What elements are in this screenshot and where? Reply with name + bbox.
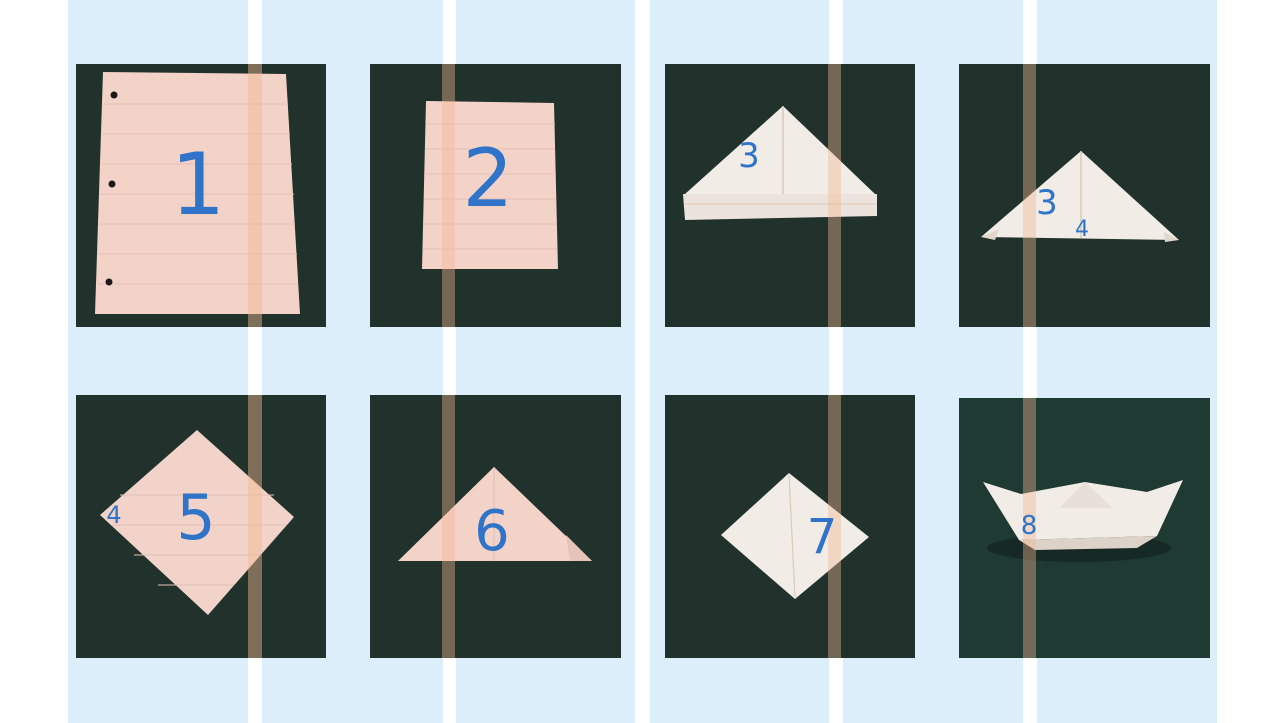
step-7-photo: 7: [665, 395, 915, 658]
step-3-photo: 3: [665, 64, 915, 327]
step-1-photo: 1: [76, 64, 326, 327]
step-number-label: 3: [1036, 183, 1058, 223]
step-number-label: 3: [738, 136, 760, 176]
step-number-label: 8: [1021, 511, 1038, 541]
step-number-label: 2: [463, 132, 514, 225]
step-number-label: 7: [807, 509, 838, 565]
step-secondary-label: 4: [106, 501, 121, 529]
step-6-photo: 6: [370, 395, 621, 658]
step-number-label: 6: [474, 499, 510, 564]
step-2-photo: 2: [370, 64, 621, 327]
step-secondary-label: 4: [1075, 217, 1089, 242]
step-8-photo: 8: [959, 398, 1210, 658]
step-number-label: 1: [171, 135, 226, 235]
step-number-label: 5: [176, 481, 215, 554]
step-5-photo: 5 4: [76, 395, 326, 658]
step-4-photo: 3 4: [959, 64, 1210, 327]
